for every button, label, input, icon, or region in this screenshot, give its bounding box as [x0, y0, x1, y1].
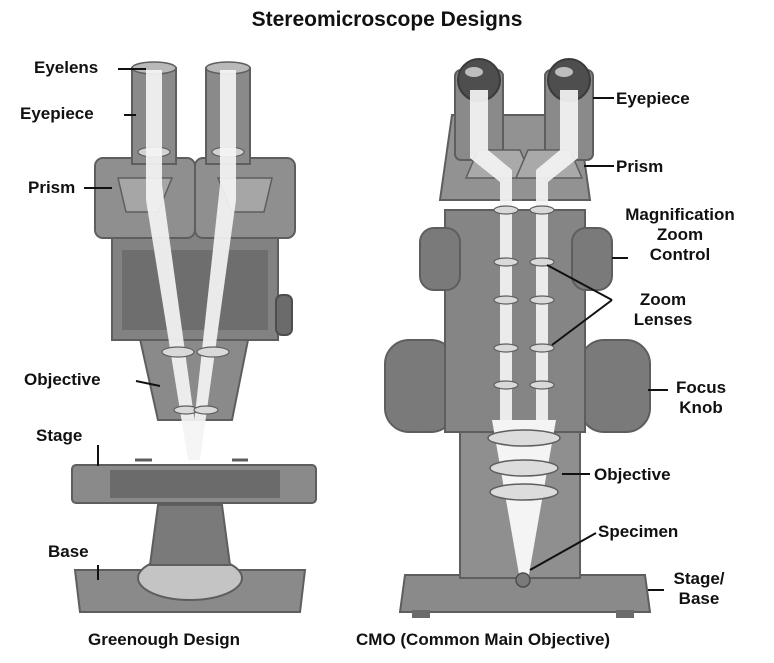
cmo-objective-lenses: [488, 430, 560, 500]
greenough-body-panel: [122, 250, 268, 330]
label-magnification-line-1: Magnification: [600, 205, 760, 225]
label-objective-cmo: Objective: [594, 465, 671, 485]
label-focus-knob-line-2: Knob: [668, 398, 734, 418]
label-stage-base-line-1: Stage/: [664, 569, 734, 589]
label-stage-base-line-2: Base: [664, 589, 734, 609]
label-focus-knob-line-1: Focus: [668, 378, 734, 398]
label-prism-greenough: Prism: [28, 178, 75, 198]
label-objective-greenough: Objective: [24, 370, 101, 390]
greenough-objective-lens-right: [197, 347, 229, 357]
cmo-base-foot-right: [616, 610, 634, 618]
label-stage-base: Stage/ Base: [664, 569, 734, 609]
label-focus-knob: Focus Knob: [668, 378, 734, 418]
label-zoom-lenses-line-1: Zoom: [618, 290, 708, 310]
cmo-zoom-knob-left: [420, 228, 460, 290]
greenough-objective-lens-left: [162, 347, 194, 357]
cmo-base-foot-left: [412, 610, 430, 618]
cmo-eyelens-highlight-right: [555, 67, 573, 77]
caption-greenough: Greenough Design: [88, 630, 240, 650]
cmo-specimen-dot: [516, 573, 530, 587]
label-prism-cmo: Prism: [616, 157, 663, 177]
greenough-microscope: [72, 62, 316, 612]
caption-cmo: CMO (Common Main Objective): [356, 630, 610, 650]
cmo-focus-knob-right: [580, 340, 650, 432]
cmo-body: [445, 210, 585, 432]
label-eyepiece-cmo: Eyepiece: [616, 89, 690, 109]
label-specimen: Specimen: [598, 522, 678, 542]
label-magnification-zoom-control: Magnification Zoom Control: [600, 205, 760, 265]
label-zoom-lenses: Zoom Lenses: [618, 290, 708, 330]
label-eyelens: Eyelens: [34, 58, 98, 78]
greenough-objective-lens-right-2: [194, 406, 218, 414]
label-stage: Stage: [36, 426, 82, 446]
greenough-pillar: [150, 505, 230, 565]
greenough-stage-slot: [110, 470, 280, 498]
greenough-side-knob: [276, 295, 292, 335]
label-base: Base: [48, 542, 89, 562]
label-eyepiece-greenough: Eyepiece: [20, 104, 94, 124]
cmo-eyelens-highlight-left: [465, 67, 483, 77]
label-magnification-line-3: Control: [600, 245, 760, 265]
label-magnification-line-2: Zoom: [600, 225, 760, 245]
label-zoom-lenses-line-2: Lenses: [618, 310, 708, 330]
